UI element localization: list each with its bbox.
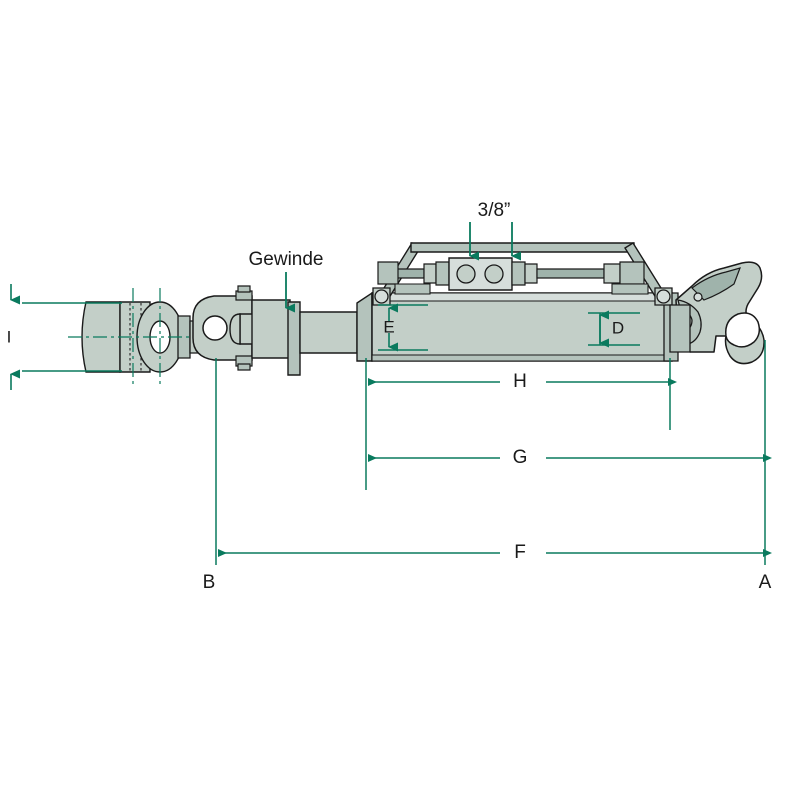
coupling-nut-right-a (511, 261, 526, 286)
dimension-e-label: E (383, 317, 394, 336)
clevis-eye-bore (202, 315, 228, 341)
hose-right (536, 268, 605, 279)
guard-pivot-left-hole (374, 289, 389, 304)
dimension-h-label: H (513, 371, 527, 392)
inset-stub-collar (177, 315, 191, 359)
clevis-top-view-inset: I (7, 284, 215, 390)
guard-frame-group (372, 242, 673, 306)
hook-beak-shade (691, 267, 741, 301)
dimension-e: E (378, 303, 428, 352)
port-size-label: 3/8” (478, 200, 511, 221)
endpoint-label-a: A (759, 572, 772, 593)
coupling-nut-left-a (423, 263, 437, 284)
dimension-f: F (215, 358, 772, 565)
clevis-pin-head-top (237, 285, 251, 293)
valve-port-left (456, 264, 476, 284)
gewinde-label: Gewinde (249, 249, 324, 270)
hook-mount-plate (669, 304, 691, 353)
coupling-nut-left-b (435, 261, 450, 286)
endpoint-label-b: B (203, 572, 216, 593)
valve-port-right (484, 264, 504, 284)
cylinder-bottom-shadow (371, 354, 673, 362)
guard-pivot-right-hole (656, 289, 671, 304)
dimension-d-label: D (612, 318, 624, 337)
top-link-assembly (192, 242, 765, 376)
clevis-pin-head-bottom (237, 363, 251, 371)
dimension-i-label: I (7, 327, 12, 346)
valve-mount-bracket-left (394, 283, 431, 295)
dimension-g-label: G (513, 447, 528, 468)
coupling-nut-far-right-a (603, 263, 621, 284)
threaded-rod-group (287, 301, 358, 376)
hydraulic-valve-group (377, 257, 649, 295)
coupling-nut-right-b (524, 263, 538, 284)
clevis-end-group (192, 285, 291, 371)
valve-mount-bracket-right (611, 283, 649, 295)
annotation-gewinde: Gewinde (249, 249, 324, 313)
fitting-block-right-outer (619, 261, 645, 285)
annotation-port-size: 3/8” (469, 200, 521, 261)
dimension-h: H (365, 358, 677, 430)
guard-top-bar (410, 242, 635, 253)
locknut-plate (287, 301, 301, 376)
dimension-d: D (588, 310, 640, 348)
dimension-f-label: F (514, 542, 526, 563)
hook-end-group (669, 261, 765, 365)
clevis-shank-block (251, 299, 291, 359)
hook-latch-pivot (693, 292, 703, 302)
clevis-jaw-round-end (229, 313, 241, 345)
cylinder-tube (371, 292, 673, 362)
cylinder-gland (356, 291, 373, 362)
threaded-rod (299, 311, 358, 354)
dimension-g: G (365, 340, 772, 490)
fitting-block-left-outer (377, 261, 399, 285)
cylinder-barrel-group (356, 291, 679, 362)
hook-throat (725, 312, 761, 348)
